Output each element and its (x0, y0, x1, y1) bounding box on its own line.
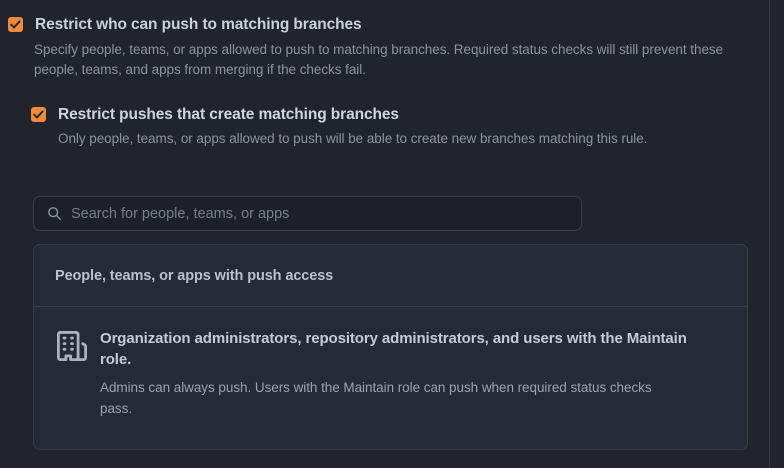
list-item-description: Admins can always push. Users with the M… (100, 380, 652, 416)
restrict-push-label[interactable]: Restrict who can push to matching branch… (35, 16, 362, 33)
search-box[interactable] (33, 196, 582, 231)
organization-icon (57, 331, 87, 361)
option-restrict-create: Restrict pushes that create matching bra… (31, 105, 749, 149)
search-input[interactable] (71, 205, 571, 222)
restrict-create-label[interactable]: Restrict pushes that create matching bra… (58, 106, 399, 123)
push-access-panel: People, teams, or apps with push access … (33, 244, 748, 450)
option-restrict-push-header: Restrict who can push to matching branch… (8, 15, 748, 34)
restrict-create-checkbox[interactable] (31, 107, 46, 122)
restrict-create-description: Only people, teams, or apps allowed to p… (58, 131, 648, 147)
push-access-panel-title: People, teams, or apps with push access (55, 267, 334, 284)
restrict-push-checkbox[interactable] (8, 17, 23, 32)
search-icon (47, 206, 62, 221)
container-right-divider (769, 0, 770, 468)
push-access-panel-header: People, teams, or apps with push access (34, 245, 747, 307)
option-restrict-create-header: Restrict pushes that create matching bra… (31, 105, 749, 124)
list-item-title: Organization administrators, repository … (100, 330, 687, 368)
restrict-push-description: Specify people, teams, or apps allowed t… (34, 42, 724, 78)
list-item-text: Organization administrators, repository … (100, 329, 727, 419)
list-item[interactable]: Organization administrators, repository … (34, 307, 747, 419)
option-restrict-push: Restrict who can push to matching branch… (8, 15, 748, 80)
